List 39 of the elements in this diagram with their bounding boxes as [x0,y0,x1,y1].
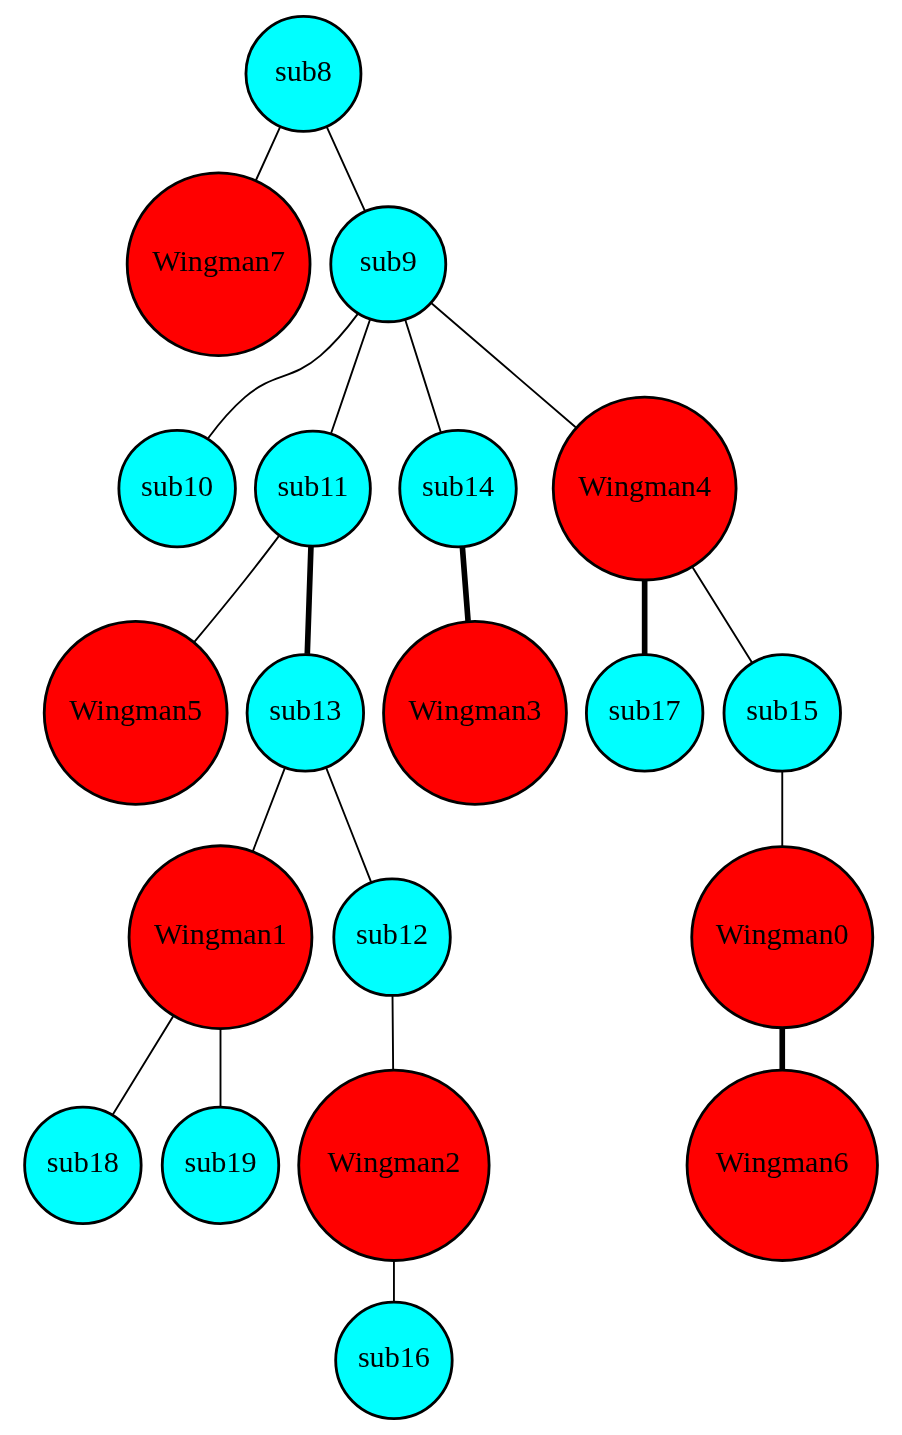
node-circle: Wingman3 [382,620,568,806]
node-circle: Wingman6 [685,1068,879,1262]
connector [193,534,281,644]
node-circle: sub15 [722,653,842,773]
connector [251,766,286,852]
connector [391,994,395,1071]
node-circle: sub14 [398,428,518,549]
node-circle: sub17 [585,653,705,773]
connector [641,580,648,655]
node-circle: Wingman2 [297,1068,491,1262]
node-circle: sub16 [334,1300,454,1420]
connector [691,566,753,664]
connector [254,125,282,182]
node-circle: sub12 [332,877,452,997]
node-circle: Wingman1 [127,844,314,1031]
node-circle: Wingman7 [125,171,312,358]
connector [404,318,442,434]
node-circle: sub9 [329,205,448,324]
node-circle: sub11 [253,429,372,548]
connector [781,770,784,848]
connector [304,546,314,654]
connector [219,1028,222,1108]
node-circle: sub10 [117,428,237,549]
node-circle: Wingman4 [551,395,738,582]
connector [330,318,372,435]
connector [111,1014,175,1116]
connector [779,1027,786,1070]
connector [325,766,373,884]
node-circle: sub8 [244,14,363,133]
node-circle: sub18 [23,1105,143,1225]
connector [459,547,471,622]
connector [325,125,367,213]
connector [393,1259,395,1303]
node-circle: Wingman5 [42,620,229,806]
connector [207,312,359,439]
node-circle: sub13 [245,653,365,773]
node-circle: sub19 [160,1105,281,1225]
connector [430,302,577,429]
node-circle: Wingman0 [690,845,875,1030]
